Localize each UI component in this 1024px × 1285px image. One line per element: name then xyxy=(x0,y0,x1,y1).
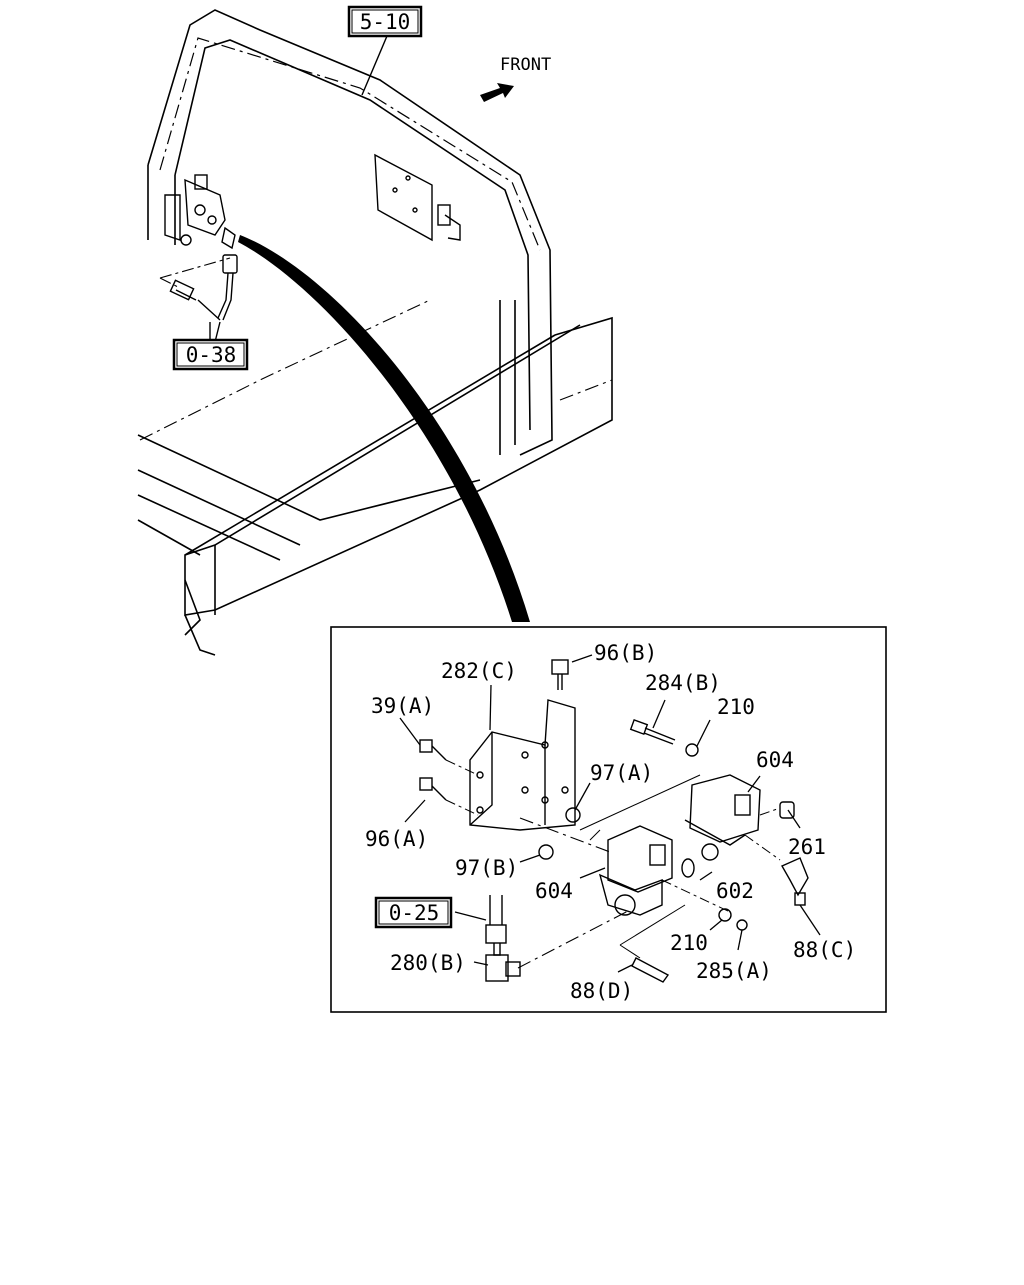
detail-parts xyxy=(419,659,809,983)
callout-97a: 97(A) xyxy=(590,761,653,785)
callout-leaders xyxy=(399,654,821,973)
front-direction-indicator: FRONT xyxy=(480,55,551,102)
callout-96b: 96(B) xyxy=(594,641,657,665)
callout-39a: 39(A) xyxy=(371,694,434,718)
callout-210-low: 210 xyxy=(670,931,708,955)
callout-261: 261 xyxy=(788,835,826,859)
mounting-plate xyxy=(374,153,461,242)
callout-602: 602 xyxy=(716,879,754,903)
ref-label-left: 0-38 xyxy=(186,343,237,367)
callout-285a: 285(A) xyxy=(696,959,772,983)
chassis-rails xyxy=(137,299,613,656)
front-arrow-icon xyxy=(480,83,514,102)
callout-labels: 96(B) 282(C) 284(B) 39(A) 210 604 97(A) … xyxy=(365,641,856,1003)
callout-604-low: 604 xyxy=(535,879,573,903)
ref-box-0-25[interactable]: 0-25 xyxy=(374,896,453,929)
callout-604-top: 604 xyxy=(756,748,794,772)
ref-label-detail: 0-25 xyxy=(389,901,440,925)
callout-97b: 97(B) xyxy=(455,856,518,880)
hose-line xyxy=(159,254,238,343)
detail-frame xyxy=(330,626,887,1013)
callout-282c: 282(C) xyxy=(441,659,517,683)
callout-280b: 280(B) xyxy=(390,951,466,975)
front-label: FRONT xyxy=(500,55,551,75)
leader-line xyxy=(361,35,388,96)
callout-88c: 88(C) xyxy=(793,938,856,962)
ref-label-top: 5-10 xyxy=(360,10,411,34)
detail-callout-band xyxy=(238,235,530,622)
valve-assembly-small xyxy=(164,174,236,250)
ref-box-5-10[interactable]: 5-10 xyxy=(347,5,423,38)
cab-frame-arch xyxy=(147,9,553,456)
callout-284b: 284(B) xyxy=(645,671,721,695)
ref-box-0-38[interactable]: 0-38 xyxy=(172,338,249,371)
callout-88d: 88(D) xyxy=(570,979,633,1003)
callout-96a: 96(A) xyxy=(365,827,428,851)
callout-210-top: 210 xyxy=(717,695,755,719)
